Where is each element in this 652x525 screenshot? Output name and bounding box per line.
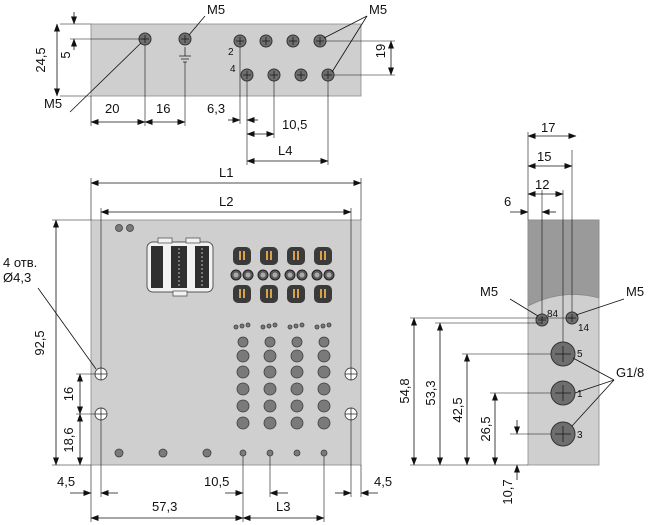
side-dim-10-7: 10,7 (500, 479, 515, 504)
front-view: L1 L2 (3, 165, 392, 522)
mounting-holes (94, 367, 358, 421)
front-dim-18-6: 18,6 (61, 427, 76, 452)
front-dim-10-5: 10,5 (204, 474, 229, 489)
indicator-ring-row (230, 269, 335, 281)
side-g18-ports (550, 341, 576, 447)
front-dim-57-3: 57,3 (152, 499, 177, 514)
front-dim-l1: L1 (219, 165, 233, 180)
coil-row-bottom (233, 285, 332, 303)
holes-count-label: 4 отв. (3, 255, 37, 270)
top-dim-l4: L4 (278, 143, 292, 158)
front-dim-l2: L2 (219, 194, 233, 209)
side-dim-53-3: 53,3 (423, 380, 438, 405)
side-m5-label-right: M5 (626, 284, 644, 299)
top-m5-label-right: M5 (369, 2, 387, 17)
side-port-number-14: 14 (578, 323, 590, 334)
connector-block (146, 237, 214, 297)
side-port-number-84: 84 (547, 309, 559, 320)
front-dim-4-5-left: 4,5 (57, 474, 75, 489)
top-dim-24-5: 24,5 (33, 47, 48, 72)
side-dim-54-8: 54,8 (397, 378, 412, 403)
top-dim-5: 5 (58, 51, 73, 58)
side-dim-6: 6 (504, 194, 511, 209)
side-port-number-3: 3 (577, 430, 583, 441)
led-dot-row (233, 322, 332, 330)
top-ports-row-4 (240, 68, 335, 82)
side-view: 84 14 5 1 3 M5 M5 G1/8 17 15 12 6 (397, 120, 644, 505)
front-dim-4-5-right: 4,5 (374, 474, 392, 489)
top-view: 2 4 M5 M5 M5 24,5 5 19 20 16 (33, 2, 395, 165)
side-dim-15: 15 (537, 149, 551, 164)
side-port-number-1: 1 (577, 389, 583, 400)
top-dim-20: 20 (105, 101, 119, 116)
holes-diameter-label: Ø4,3 (3, 270, 31, 285)
side-port-number-5: 5 (577, 349, 583, 360)
side-m5-label-left: M5 (480, 284, 498, 299)
side-dim-12: 12 (535, 177, 549, 192)
side-dim-17: 17 (541, 120, 555, 135)
top-dim-10-5: 10,5 (282, 117, 307, 132)
side-dim-42-5: 42,5 (450, 397, 465, 422)
front-dim-l3: L3 (276, 499, 290, 514)
front-dim-16: 16 (61, 387, 76, 401)
top-dim-19: 19 (373, 44, 388, 58)
top-m5-port-ground (178, 32, 192, 63)
top-m5-label-left: M5 (44, 96, 62, 111)
coil-row-top (233, 247, 332, 265)
side-g18-label: G1/8 (616, 365, 644, 380)
fitting-grid (236, 336, 331, 457)
top-dim-6-3: 6,3 (207, 101, 225, 116)
top-dim-16: 16 (156, 101, 170, 116)
top-port-number-2: 2 (228, 47, 234, 58)
side-dim-26-5: 26,5 (478, 416, 493, 441)
top-m5-label-center: M5 (207, 2, 225, 17)
top-port-number-4: 4 (230, 64, 236, 75)
front-dim-92-5: 92,5 (32, 330, 47, 355)
top-ports-row-2 (233, 34, 327, 48)
